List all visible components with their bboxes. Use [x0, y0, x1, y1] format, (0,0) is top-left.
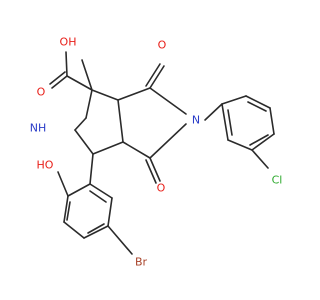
bond-c3-c3a [92, 141, 124, 155]
atom-label-br: Br [135, 256, 148, 269]
bond-ar4 [251, 133, 275, 151]
bond-c6a-c3a [117, 99, 124, 143]
atom-label-o-acid: O [37, 86, 46, 99]
bond-ar-db1 [247, 101, 267, 112]
bond-ar2-2 [63, 195, 69, 223]
atom-label-ho-phenol: HO [37, 159, 54, 172]
atom-label-o-lower: O [157, 182, 166, 195]
bond-co-n [149, 87, 187, 115]
bond-c1-c6a [91, 89, 119, 101]
bond-ar2-4 [83, 225, 109, 239]
bond-c-oh [65, 51, 68, 77]
bond-c3a-co [122, 141, 151, 159]
atom-labels: OH O NH HO O O N Cl Br [30, 36, 283, 269]
bond-c6a-co [117, 87, 151, 101]
bond-co2-n [149, 123, 187, 159]
bond-co2-o-2 [145, 159, 157, 184]
bond-n-ch [74, 117, 87, 131]
atom-label-o-upper: O [158, 39, 167, 52]
molecule-structure: OH O NH HO O O N Cl Br [30, 36, 283, 269]
bond-ar2-db1 [66, 201, 71, 221]
bond-cooh-c1 [66, 75, 93, 91]
bond-lines [49, 51, 275, 255]
bond-ar-db2 [249, 134, 269, 146]
atom-label-oh-acid: OH [60, 36, 77, 49]
bond-c3-ar [89, 153, 94, 185]
bond-c1-n [85, 89, 93, 119]
bond-ar2-db3 [89, 190, 107, 203]
bond-n-aryl [204, 103, 223, 121]
bond-c-o-2 [49, 71, 66, 85]
bond-ar6 [221, 103, 229, 141]
atom-label-n-imide: N [192, 114, 200, 127]
bond-ar2-1 [67, 183, 91, 197]
bond-ar2-db2 [87, 223, 105, 234]
bond-co-o-2 [145, 63, 161, 87]
bond-ar3 [269, 107, 275, 135]
bond-ar2 [245, 95, 271, 109]
bond-ar1 [221, 95, 247, 105]
bond-ar-oh [57, 171, 69, 197]
bond-ar-db3 [227, 109, 233, 136]
bond-ar-br [107, 225, 133, 255]
bond-ar2-6 [89, 183, 113, 199]
bond-c-o-1 [51, 75, 68, 89]
atom-label-nh: NH [30, 122, 47, 135]
bond-nh-c3 [74, 129, 94, 155]
bond-ar5 [227, 139, 253, 151]
bond-ar2-5 [107, 197, 113, 227]
bond-co-o-1 [149, 65, 165, 89]
bond-ar2-3 [63, 221, 85, 239]
atom-label-cl: Cl [272, 174, 283, 187]
bond-methyl [81, 59, 93, 91]
bond-co2-o-1 [149, 157, 161, 182]
bond-ar-cl [251, 149, 269, 169]
